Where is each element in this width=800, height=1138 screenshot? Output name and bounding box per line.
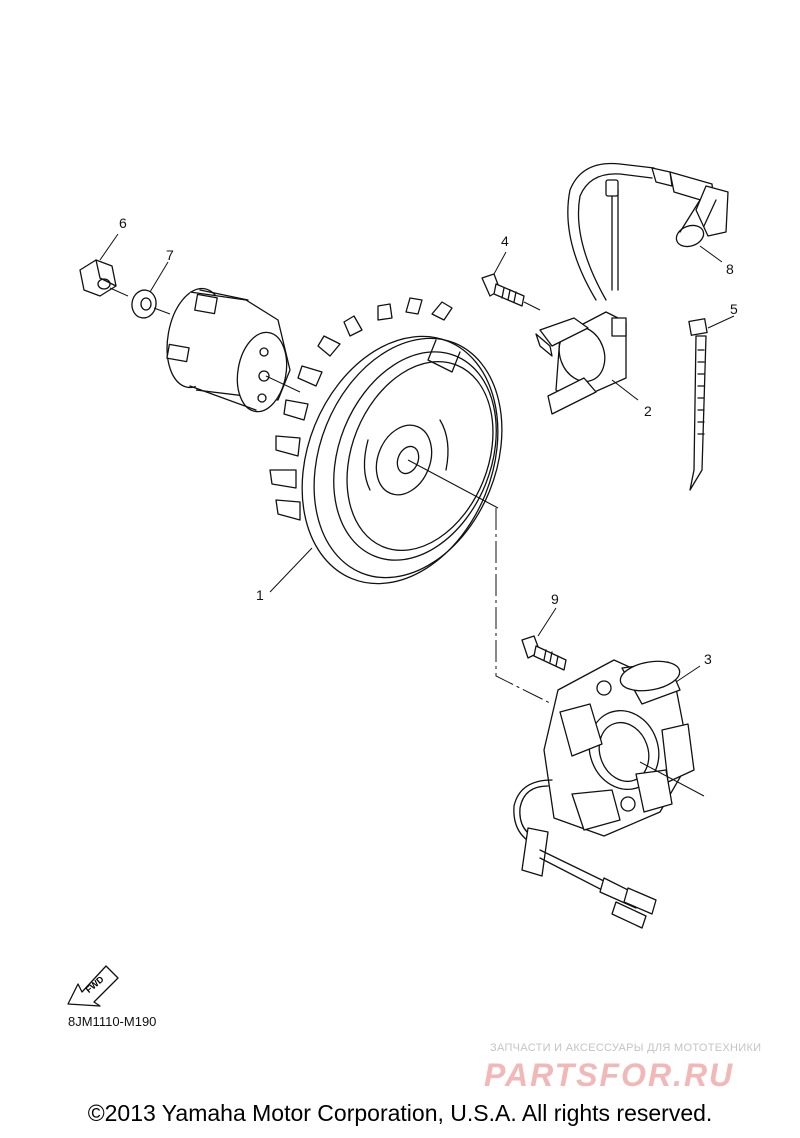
- plug-cap-part-8: [651, 167, 729, 263]
- copyright-notice: ©2013 Yamaha Motor Corporation, U.S.A. A…: [87, 1100, 713, 1126]
- callout-part-3: 3: [704, 651, 712, 667]
- watermark-tagline: ЗАПЧАСТИ И АКСЕССУАРЫ ДЛЯ МОТОТЕХНИКИ: [490, 1042, 762, 1054]
- washer-part-7: [131, 261, 171, 319]
- callout-part-8: 8: [726, 261, 734, 277]
- bolt-part-9: [521, 607, 567, 671]
- callout-part-1: 1: [256, 587, 264, 603]
- diagram-code: 8JM1110-M190: [68, 1014, 157, 1029]
- ignition-coil-part-2: [535, 162, 655, 415]
- callout-part-9: 9: [551, 591, 559, 607]
- callout-part-5: 5: [730, 301, 738, 317]
- svg-text:PARTSFOR.RU: PARTSFOR.RU: [484, 1057, 734, 1093]
- flywheel-fins: [269, 297, 453, 521]
- watermark-logo: PARTSFOR.RU: [484, 1057, 734, 1093]
- stator-part-3: [495, 508, 705, 929]
- callout-part-2: 2: [644, 403, 652, 419]
- flywheel-part-1: [269, 297, 503, 585]
- callout-part-4: 4: [501, 233, 509, 249]
- fwd-arrow-icon: FWD: [67, 965, 119, 1007]
- callout-part-6: 6: [119, 215, 127, 231]
- callout-part-7: 7: [166, 247, 174, 263]
- nut-part-6: [79, 233, 129, 297]
- cable-tie-part-5: [688, 315, 735, 491]
- bolt-part-4: [481, 251, 541, 311]
- rotor-sleeve: [166, 287, 301, 413]
